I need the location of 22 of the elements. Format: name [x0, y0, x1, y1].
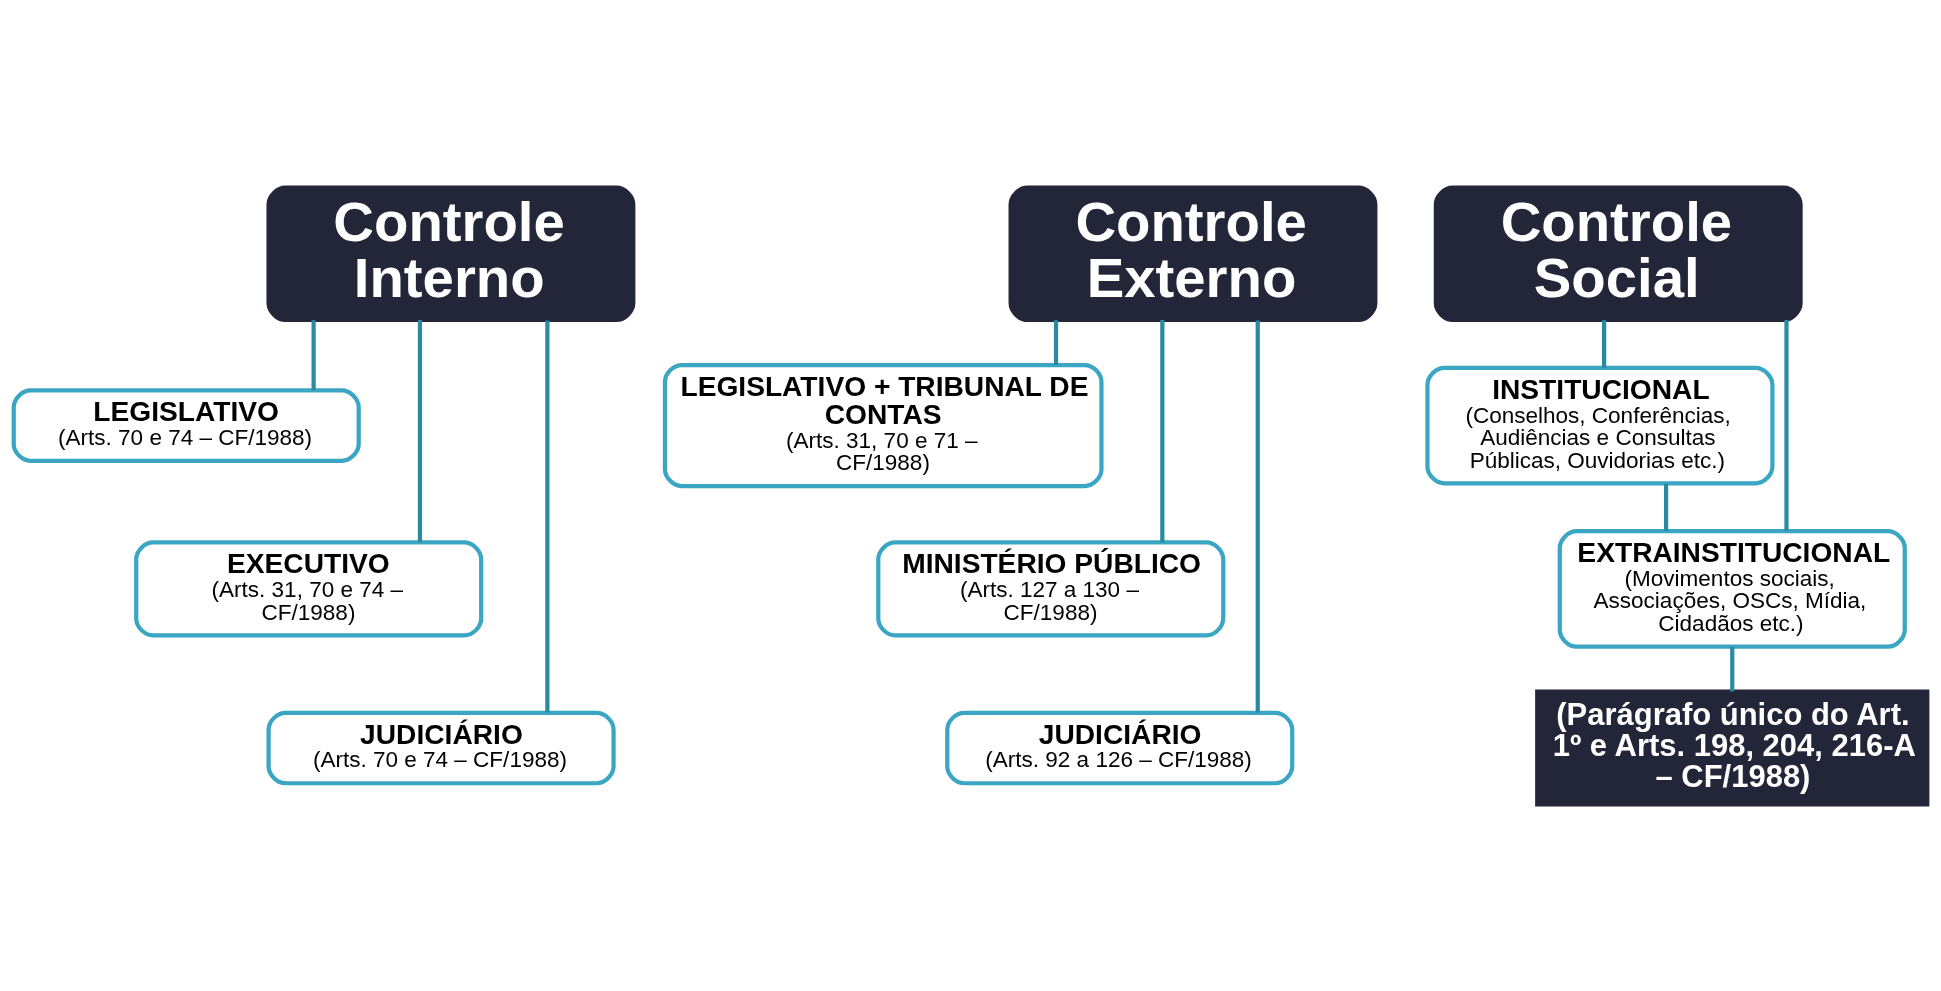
node-box: INSTITUCIONAL (Conselhos, Conferências, Audiências e Consultas Públicas, Ouvidorias etc.) — [1425, 365, 1775, 485]
node-box: LEGISLATIVO + TRIBUNAL DE CONTAS (Arts. 31, 70 e 71 – CF/1988) — [662, 362, 1104, 488]
connector — [1160, 319, 1165, 542]
node-box: Controle Social — [1433, 185, 1803, 322]
node-box: EXTRAINSTITUCIONAL (Movimentos sociais, Associações, OSCs, Mídia, Cidadãos etc.) — [1557, 528, 1907, 649]
connector — [1602, 319, 1607, 368]
connector — [1784, 319, 1789, 531]
connector — [1730, 646, 1735, 691]
connector — [545, 319, 550, 713]
node-box: LEGISLATIVO (Arts. 70 e 74 – CF/1988) — [11, 387, 361, 463]
node-box: EXECUTIVO (Arts. 31, 70 e 74 – CF/1988) — [134, 539, 484, 637]
connector — [1255, 319, 1260, 713]
node-box: MINISTÉRIO PÚBLICO (Arts. 127 a 130 – CF/1988) — [876, 539, 1226, 637]
node-box: JUDICIÁRIO (Arts. 92 a 126 – CF/1988) — [945, 710, 1295, 785]
connector — [1053, 319, 1059, 365]
node-box: Controle Interno — [266, 185, 636, 322]
connector — [417, 319, 423, 542]
connector — [311, 319, 316, 390]
node-box: JUDICIÁRIO (Arts. 70 e 74 – CF/1988) — [266, 710, 616, 785]
node-box: Controle Externo — [1008, 185, 1378, 322]
node-box: (Parágrafo único do Art. 1º e Arts. 198, 204, 216-A – CF/1988) — [1535, 689, 1930, 806]
connector — [1664, 483, 1669, 531]
